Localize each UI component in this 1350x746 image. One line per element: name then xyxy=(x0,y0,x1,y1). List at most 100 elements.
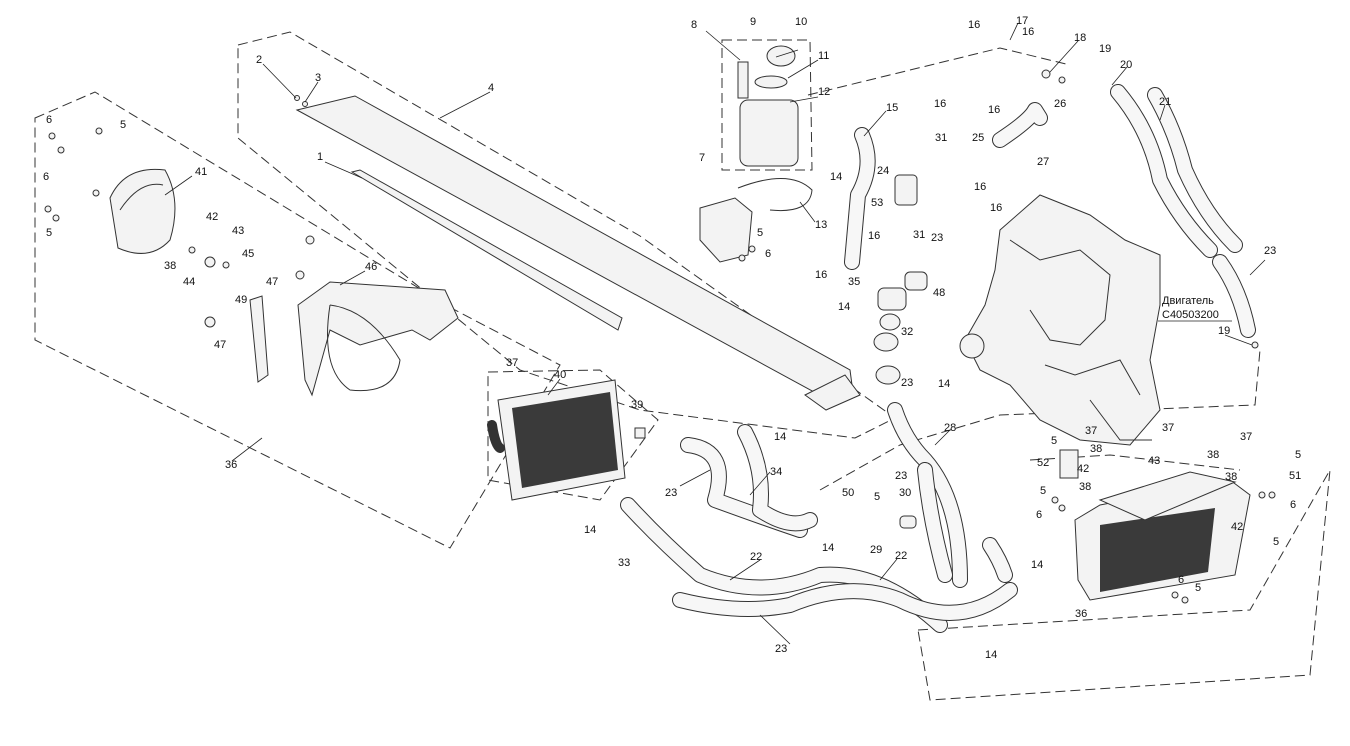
callout-37: 37 xyxy=(1085,425,1097,437)
callout-30: 30 xyxy=(899,487,911,499)
callout-34: 34 xyxy=(770,466,782,478)
callout-51: 51 xyxy=(1289,470,1301,482)
callout-27: 27 xyxy=(1037,156,1049,168)
callout-33: 33 xyxy=(618,557,630,569)
thermostat-housing xyxy=(873,174,928,385)
callout-42: 42 xyxy=(1077,463,1089,475)
callout-15: 15 xyxy=(886,102,898,114)
callout-47: 47 xyxy=(266,276,278,288)
callout-16: 16 xyxy=(815,269,827,281)
callout-20: 20 xyxy=(1120,59,1132,71)
callout-16: 16 xyxy=(934,98,946,110)
callout-42: 42 xyxy=(1231,521,1243,533)
callout-5: 5 xyxy=(1273,536,1279,548)
callout-5: 5 xyxy=(1195,582,1201,594)
expansion-tank xyxy=(737,45,799,167)
callout-40: 40 xyxy=(554,369,566,381)
callout-14: 14 xyxy=(822,542,834,554)
callout-23: 23 xyxy=(775,643,787,655)
callout-52: 52 xyxy=(1037,457,1049,469)
crossbar-assembly xyxy=(295,95,861,411)
callout-6: 6 xyxy=(43,171,49,183)
callout-37: 37 xyxy=(506,357,518,369)
callout-5: 5 xyxy=(874,491,880,503)
callout-16: 16 xyxy=(968,19,980,31)
callout-53: 53 xyxy=(871,197,883,209)
callout-36: 36 xyxy=(1075,608,1087,620)
callout-49: 49 xyxy=(235,294,247,306)
callout-8: 8 xyxy=(691,19,697,31)
callout-2: 2 xyxy=(256,54,262,66)
callout-4: 4 xyxy=(488,82,494,94)
callout-14: 14 xyxy=(1031,559,1043,571)
callout-47: 47 xyxy=(214,339,226,351)
callout-10: 10 xyxy=(795,16,807,28)
callout-26: 26 xyxy=(1054,98,1066,110)
callout-44: 44 xyxy=(183,276,195,288)
callout-22: 22 xyxy=(750,551,762,563)
engine-label-line1: Двигатель xyxy=(1162,295,1214,307)
radiator-left xyxy=(487,379,626,501)
radiator-right xyxy=(1074,471,1251,601)
callout-14: 14 xyxy=(938,378,950,390)
callout-23: 23 xyxy=(665,487,677,499)
fan-shroud-left xyxy=(109,168,176,254)
coolant-hoses xyxy=(620,84,1256,633)
fasteners xyxy=(44,69,1276,604)
callout-50: 50 xyxy=(842,487,854,499)
callout-21: 21 xyxy=(1159,96,1171,108)
callout-16: 16 xyxy=(868,230,880,242)
callout-5: 5 xyxy=(46,227,52,239)
callout-6: 6 xyxy=(1036,509,1042,521)
callout-31: 31 xyxy=(935,132,947,144)
callout-5: 5 xyxy=(757,227,763,239)
callout-32: 32 xyxy=(901,326,913,338)
callout-19: 19 xyxy=(1218,325,1230,337)
callout-37: 37 xyxy=(1162,422,1174,434)
callout-14: 14 xyxy=(774,431,786,443)
callout-39: 39 xyxy=(631,399,643,411)
callout-12: 12 xyxy=(818,86,830,98)
callout-23: 23 xyxy=(901,377,913,389)
engine xyxy=(959,194,1161,446)
callout-29: 29 xyxy=(870,544,882,556)
callout-3: 3 xyxy=(315,72,321,84)
callout-7: 7 xyxy=(699,152,705,164)
callout-25: 25 xyxy=(972,132,984,144)
callout-5: 5 xyxy=(1051,435,1057,447)
callout-18: 18 xyxy=(1074,32,1086,44)
callout-43: 43 xyxy=(232,225,244,237)
callout-9: 9 xyxy=(750,16,756,28)
callout-41: 41 xyxy=(195,166,207,178)
callout-6: 6 xyxy=(765,248,771,260)
callout-38: 38 xyxy=(1207,449,1219,461)
callout-22: 22 xyxy=(895,550,907,562)
assembly-boundaries xyxy=(34,31,1331,701)
callout-13: 13 xyxy=(815,219,827,231)
callout-46: 46 xyxy=(365,261,377,273)
callout-23: 23 xyxy=(895,470,907,482)
engine-reference-label: Двигатель C40503200 xyxy=(1158,295,1232,322)
callout-36: 36 xyxy=(225,459,237,471)
callout-14: 14 xyxy=(584,524,596,536)
callout-28: 28 xyxy=(944,422,956,434)
callout-45: 45 xyxy=(242,248,254,260)
callout-16: 16 xyxy=(974,181,986,193)
callout-17: 17 xyxy=(1016,15,1028,27)
callout-38: 38 xyxy=(1090,443,1102,455)
callout-43: 43 xyxy=(1148,455,1160,467)
callout-16: 16 xyxy=(990,202,1002,214)
callout-38: 38 xyxy=(1225,471,1237,483)
callout-23: 23 xyxy=(1264,245,1276,257)
callout-42: 42 xyxy=(206,211,218,223)
callout-37: 37 xyxy=(1240,431,1252,443)
tank-bracket xyxy=(699,178,813,263)
callout-5: 5 xyxy=(1040,485,1046,497)
callout-14: 14 xyxy=(985,649,997,661)
callout-23: 23 xyxy=(931,232,943,244)
callout-38: 38 xyxy=(164,260,176,272)
callout-14: 14 xyxy=(830,171,842,183)
callout-1: 1 xyxy=(317,151,323,163)
callout-labels: 1 2 3 4 5 5 5 5 5 5 5 5 5 5 6 6 6 6 6 6 … xyxy=(43,15,1301,661)
